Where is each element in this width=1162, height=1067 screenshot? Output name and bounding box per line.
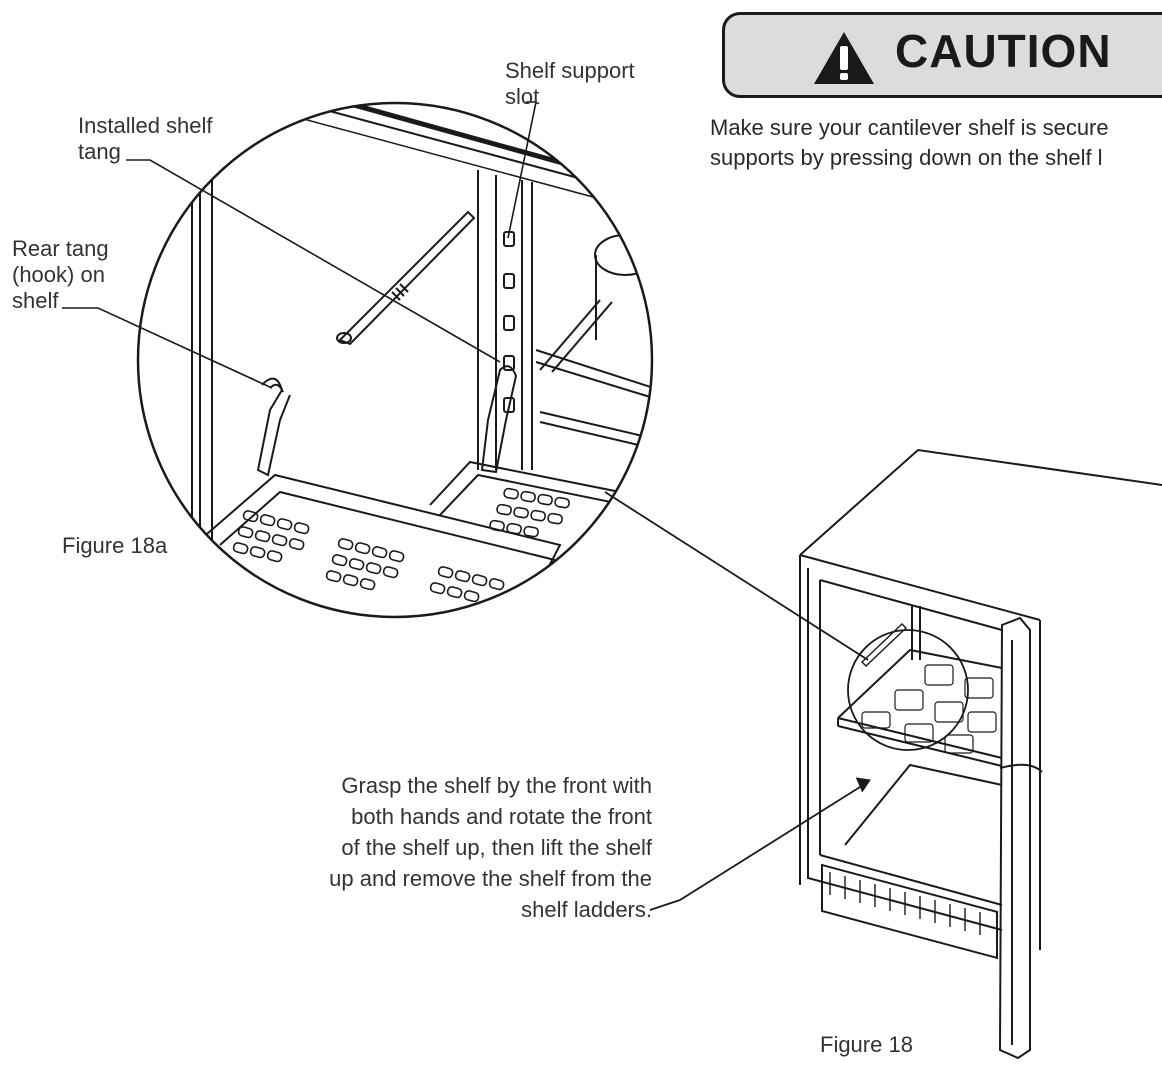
leader-detail-to-fridge bbox=[604, 491, 869, 661]
warning-triangle-icon bbox=[814, 32, 874, 84]
caution-banner bbox=[722, 12, 1162, 98]
label-installed-shelf-tang: Installed shelf tang bbox=[78, 113, 213, 164]
figure-18-label: Figure 18 bbox=[820, 1032, 913, 1057]
leader-rear-tang bbox=[62, 307, 273, 389]
leader-installed-tang bbox=[126, 159, 501, 363]
leader-support-slot bbox=[507, 101, 537, 239]
fridge-detail-circle bbox=[847, 629, 969, 751]
instruction-text: Grasp the shelf by the front with both h… bbox=[329, 773, 652, 922]
leader-instruction bbox=[649, 781, 869, 911]
label-rear-tang: Rear tang (hook) on shelf bbox=[12, 236, 109, 313]
refrigerator-drawing bbox=[799, 448, 1162, 1060]
label-shelf-support-slot: Shelf support slot bbox=[505, 58, 635, 109]
detail-circle-outline bbox=[136, 101, 654, 619]
leader-instruction-arrowhead bbox=[855, 777, 871, 793]
figure-18a-label: Figure 18a bbox=[62, 533, 168, 558]
detail-magnified-view bbox=[139, 103, 652, 617]
caution-text: Make sure your cantilever shelf is secur… bbox=[710, 115, 1109, 170]
caution-title: CAUTION bbox=[895, 25, 1112, 77]
